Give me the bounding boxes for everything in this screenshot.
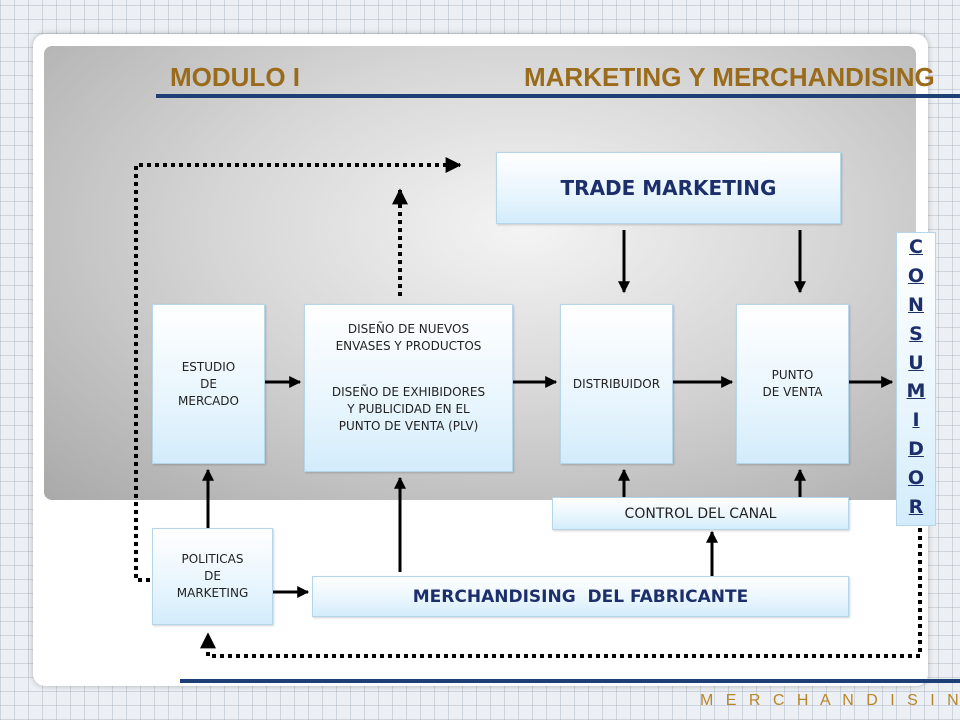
diseno-bottom-line-1: DISEÑO DE EXHIBIDORES [331, 385, 486, 399]
consumidor-letter: N [908, 293, 924, 316]
control-del-canal-box: CONTROL DEL CANAL [552, 497, 849, 530]
footer-text: M E R C H A N D I S I N G [700, 692, 960, 709]
consumidor-letter: I [912, 409, 920, 432]
dotted-loop-consumer [200, 528, 922, 658]
politicas-line-2: DE [204, 569, 221, 583]
consumidor-letter: M [906, 380, 926, 403]
consumidor-letter: O [907, 467, 925, 489]
punto-de-venta-box: PUNTO DE VENTA [736, 304, 849, 464]
estudio-line-1: ESTUDIO [181, 359, 236, 374]
punto-line-2: DE VENTA [762, 385, 823, 399]
consumidor-letter: O [907, 264, 925, 287]
diseno-top-line-1: DISEÑO DE NUEVOS [347, 322, 470, 336]
control-label: CONTROL DEL CANAL [624, 505, 777, 522]
consumidor-letter: D [908, 438, 924, 461]
header-rule [156, 94, 960, 98]
consumidor-letter: U [908, 351, 924, 374]
estudio-line-3: MERCADO [178, 393, 239, 408]
consumidor-box: C O N S U M I D O R [896, 232, 936, 526]
consumidor-letter: S [909, 322, 923, 345]
distribuidor-label: DISTRIBUIDOR [572, 376, 661, 391]
trade-marketing-box: TRADE MARKETING [496, 152, 841, 224]
merchandising-label: MERCHANDISING DEL FABRICANTE [412, 586, 749, 607]
estudio-line-2: DE [200, 376, 217, 391]
estudio-de-mercado-box: ESTUDIO DE MERCADO [152, 304, 265, 464]
footer-rule [180, 679, 960, 683]
consumidor-letter: R [908, 495, 924, 518]
politicas-line-1: POLITICAS [181, 552, 244, 566]
trade-marketing-label: TRADE MARKETING [560, 176, 777, 200]
diseno-box: DISEÑO DE NUEVOS ENVASES Y PRODUCTOS DIS… [304, 304, 513, 472]
consumidor-letter: C [909, 236, 923, 258]
module-title: MODULO I [170, 62, 300, 92]
distribuidor-box: DISTRIBUIDOR [560, 304, 673, 464]
diseno-bottom-line-2: Y PUBLICIDAD EN EL [347, 402, 470, 416]
diseno-bottom-line-3: PUNTO DE VENTA (PLV) [338, 419, 479, 433]
punto-line-1: PUNTO [771, 368, 814, 382]
slide-title: MARKETING Y MERCHANDISING [524, 62, 935, 92]
politicas-line-3: MARKETING [176, 586, 249, 600]
diseno-top-line-2: ENVASES Y PRODUCTOS [335, 339, 482, 353]
politicas-de-marketing-box: POLITICAS DE MARKETING [152, 528, 273, 625]
merchandising-del-fabricante-box: MERCHANDISING DEL FABRICANTE [312, 576, 849, 617]
